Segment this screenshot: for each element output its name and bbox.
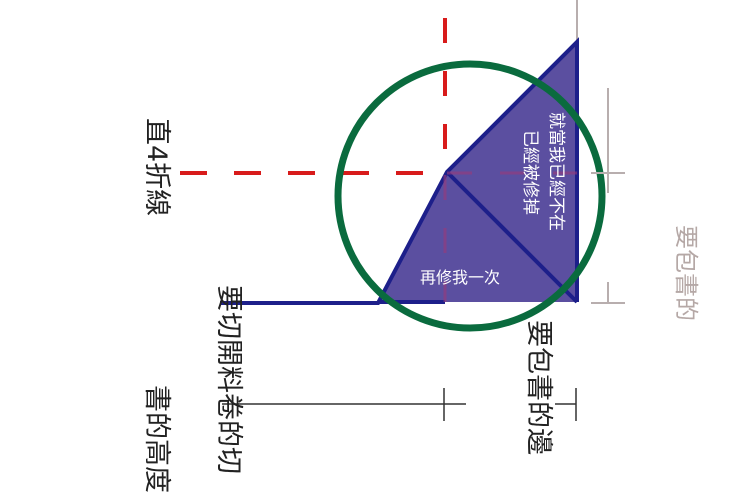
triangle-fill xyxy=(378,42,577,302)
triangle-top-label: 就當我已經不在 xyxy=(546,112,566,231)
cut-open-label: 要切開料卷的切 xyxy=(213,285,244,474)
triangle-bottom-label: 再修我一次 xyxy=(420,268,500,287)
book-edge-faint-label: 要包書的 xyxy=(672,225,700,321)
diagonal-fold xyxy=(445,170,579,304)
book-edge-label: 要包書的邊 xyxy=(523,320,554,455)
triangle-top-label-2: 已經被修掉 xyxy=(520,130,540,215)
book-height-label: 書的高度 xyxy=(141,385,172,493)
highlight-circle xyxy=(334,60,606,332)
fold-line-label: 直4折線 xyxy=(141,118,172,216)
